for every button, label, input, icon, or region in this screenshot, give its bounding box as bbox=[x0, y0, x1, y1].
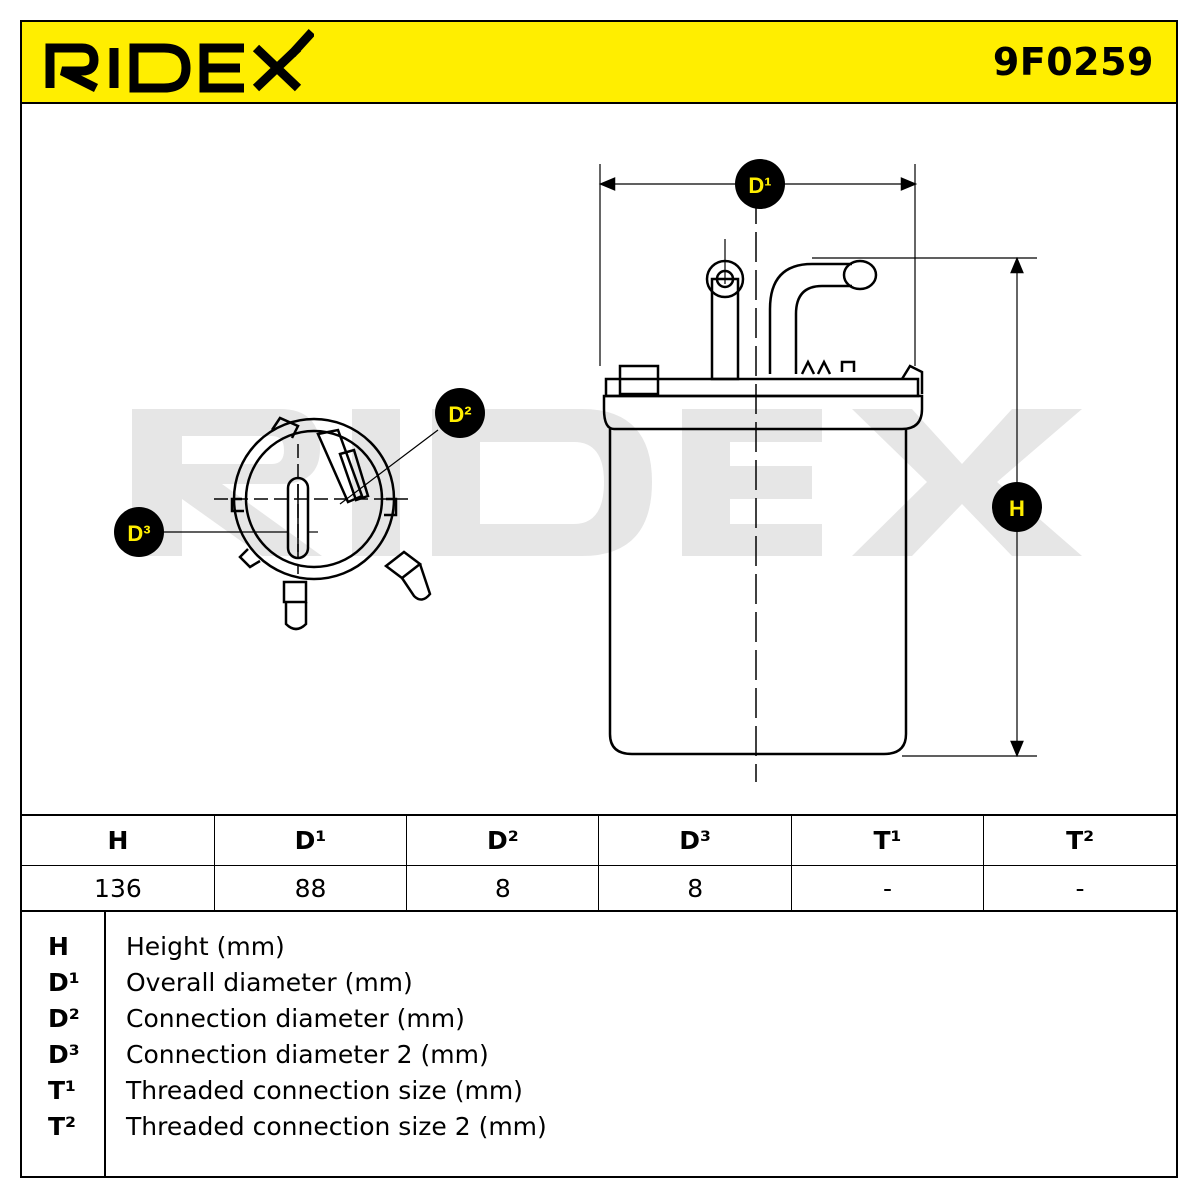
value-d2: 8 bbox=[406, 865, 599, 910]
legend-item: T¹ Threaded connection size (mm) bbox=[22, 1076, 1176, 1112]
value-d1: 88 bbox=[213, 865, 407, 910]
technical-drawing: D¹ D² D³ H bbox=[22, 104, 1176, 814]
header-d1: D¹ bbox=[213, 816, 407, 866]
dimensions-header-row: H D¹ D² D³ T¹ T² bbox=[22, 816, 1176, 866]
legend-item: D² Connection diameter (mm) bbox=[22, 1004, 1176, 1040]
label-d2: D² bbox=[435, 388, 485, 438]
ridex-watermark bbox=[132, 409, 1082, 556]
label-d1: D¹ bbox=[735, 159, 785, 209]
svg-text:H: H bbox=[1009, 496, 1025, 521]
legend-item: T² Threaded connection size 2 (mm) bbox=[22, 1112, 1176, 1148]
dimensions-value-row: 136 88 8 8 - - bbox=[22, 865, 1176, 910]
legend-symbol: H bbox=[48, 932, 69, 961]
svg-text:D²: D² bbox=[448, 402, 471, 427]
value-t1: - bbox=[790, 865, 984, 910]
header-d3: D³ bbox=[598, 816, 792, 866]
top-view bbox=[158, 416, 439, 631]
legend-description: Overall diameter (mm) bbox=[126, 968, 413, 997]
svg-text:D³: D³ bbox=[127, 521, 150, 546]
ridex-logo bbox=[45, 28, 314, 93]
part-number: 9F0259 bbox=[992, 40, 1154, 84]
legend-description: Connection diameter 2 (mm) bbox=[126, 1040, 489, 1069]
legend-description: Connection diameter (mm) bbox=[126, 1004, 465, 1033]
header-bar: 9F0259 bbox=[22, 22, 1176, 104]
label-d3: D³ bbox=[114, 507, 164, 557]
side-view bbox=[598, 164, 1037, 782]
svg-text:D¹: D¹ bbox=[748, 173, 771, 198]
legend-divider bbox=[104, 912, 106, 1176]
dimensions-table: H D¹ D² D³ T¹ T² 136 88 8 8 - - bbox=[22, 814, 1176, 912]
legend-description: Threaded connection size (mm) bbox=[126, 1076, 523, 1105]
legend-symbol: D² bbox=[48, 1004, 80, 1033]
product-sheet: 9F0259 bbox=[20, 20, 1178, 1178]
legend-description: Height (mm) bbox=[126, 932, 285, 961]
value-t2: - bbox=[983, 865, 1176, 910]
legend-symbol: D¹ bbox=[48, 968, 80, 997]
legend-item: H Height (mm) bbox=[22, 932, 1176, 968]
header-d2: D² bbox=[406, 816, 599, 866]
legend-item: D¹ Overall diameter (mm) bbox=[22, 968, 1176, 1004]
legend-symbol: T¹ bbox=[48, 1076, 77, 1105]
header-h: H bbox=[22, 816, 215, 866]
header-t1: T¹ bbox=[790, 816, 984, 866]
legend-item: D³ Connection diameter 2 (mm) bbox=[22, 1040, 1176, 1076]
legend: H Height (mm) D¹ Overall diameter (mm) D… bbox=[22, 912, 1176, 1176]
legend-symbol: T² bbox=[48, 1112, 77, 1141]
legend-description: Threaded connection size 2 (mm) bbox=[126, 1112, 547, 1141]
value-d3: 8 bbox=[598, 865, 792, 910]
header-t2: T² bbox=[983, 816, 1176, 866]
value-h: 136 bbox=[94, 873, 142, 903]
legend-symbol: D³ bbox=[48, 1040, 80, 1069]
label-h: H bbox=[992, 482, 1042, 532]
